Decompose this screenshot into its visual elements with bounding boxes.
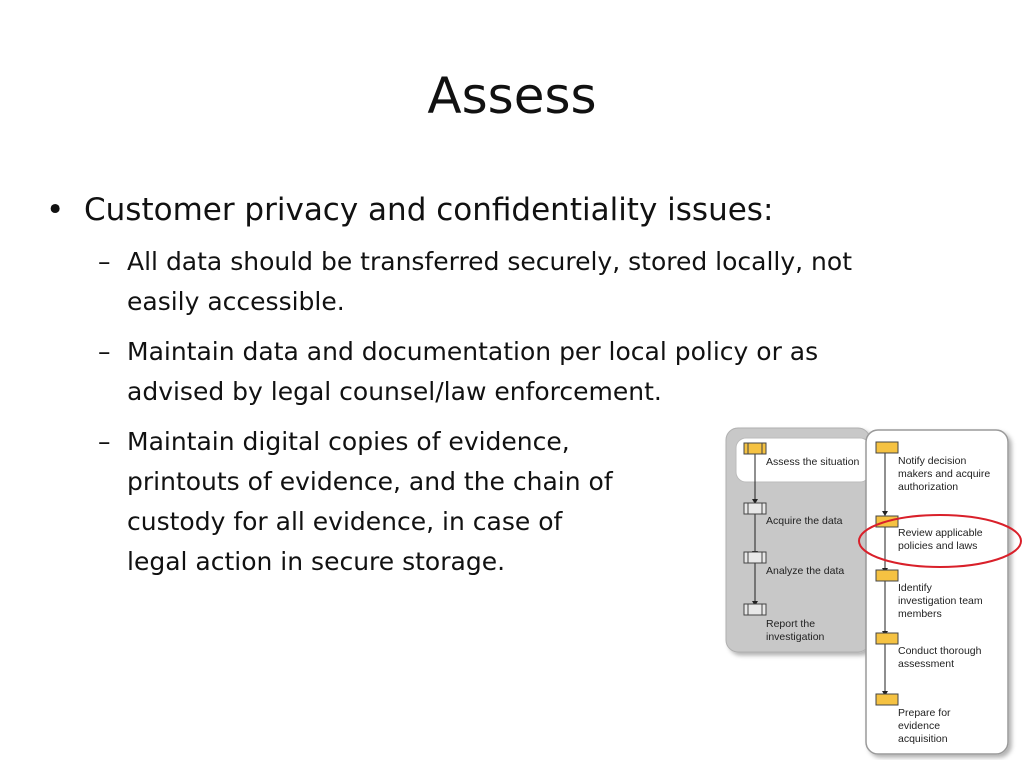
process-diagram: Assess the situation Acquire the data An… — [725, 427, 1022, 755]
left-step-box — [743, 502, 767, 515]
step-label-acquire: Acquire the data — [766, 515, 843, 527]
right-step-box — [875, 569, 899, 582]
sub-bullet-text: All data should be transferred securely,… — [127, 242, 852, 322]
step-label-report: Report the — [766, 618, 815, 630]
text-line: easily accessible. — [127, 287, 345, 316]
step-label-analyze: Analyze the data — [766, 565, 844, 577]
text-line: printouts of evidence, and the chain of — [127, 467, 613, 496]
step-label-assess: Assess the situation — [766, 456, 860, 468]
bullet-item: • Customer privacy and confidentiality is… — [46, 190, 773, 230]
right-step-box — [875, 441, 899, 454]
step-label-review: policies and laws — [898, 540, 977, 552]
step-label-notify: makers and acquire — [898, 468, 990, 480]
text-line: Maintain data and documentation per loca… — [127, 337, 819, 366]
right-panel — [865, 429, 1009, 755]
step-label-prepare: Prepare for — [898, 707, 951, 719]
dash-marker: – — [98, 427, 111, 456]
right-step-box — [875, 693, 899, 706]
sub-bullet-text: Maintain digital copies of evidence, pri… — [127, 422, 613, 582]
dash-marker: – — [98, 337, 111, 366]
text-line: Maintain digital copies of evidence, — [127, 427, 570, 456]
step-label-prepare: evidence — [898, 720, 940, 732]
text-line: advised by legal counsel/law enforcement… — [127, 377, 662, 406]
arrow-head — [752, 499, 758, 504]
left-step-box — [743, 551, 767, 564]
step-label-review: Review applicable — [898, 527, 983, 539]
step-label-identify: Identify — [898, 582, 933, 594]
left-step-box — [743, 442, 767, 455]
right-step-box — [875, 632, 899, 645]
step-label-identify: members — [898, 608, 942, 620]
text-line: custody for all evidence, in case of — [127, 507, 563, 536]
step-label-notify: Notify decision — [898, 455, 966, 467]
bullet-marker: • — [46, 192, 65, 228]
step-label-conduct: Conduct thorough — [898, 645, 982, 657]
sub-bullet-text: Maintain data and documentation per loca… — [127, 332, 818, 412]
bullet-text: Customer privacy and confidentiality iss… — [84, 192, 774, 228]
left-step-box — [743, 603, 767, 616]
text-line: legal action in secure storage. — [127, 547, 506, 576]
dash-marker: – — [98, 247, 111, 276]
step-label-identify: investigation team — [898, 595, 983, 607]
slide-title: Assess — [427, 67, 597, 125]
step-label-conduct: assessment — [898, 658, 954, 670]
highlight-ring — [858, 514, 1022, 568]
step-label-notify: authorization — [898, 481, 958, 493]
step-label-prepare: acquisition — [898, 733, 948, 745]
text-line: All data should be transferred securely,… — [127, 247, 852, 276]
arrow-head — [882, 511, 888, 516]
step-label-report: investigation — [766, 631, 825, 643]
